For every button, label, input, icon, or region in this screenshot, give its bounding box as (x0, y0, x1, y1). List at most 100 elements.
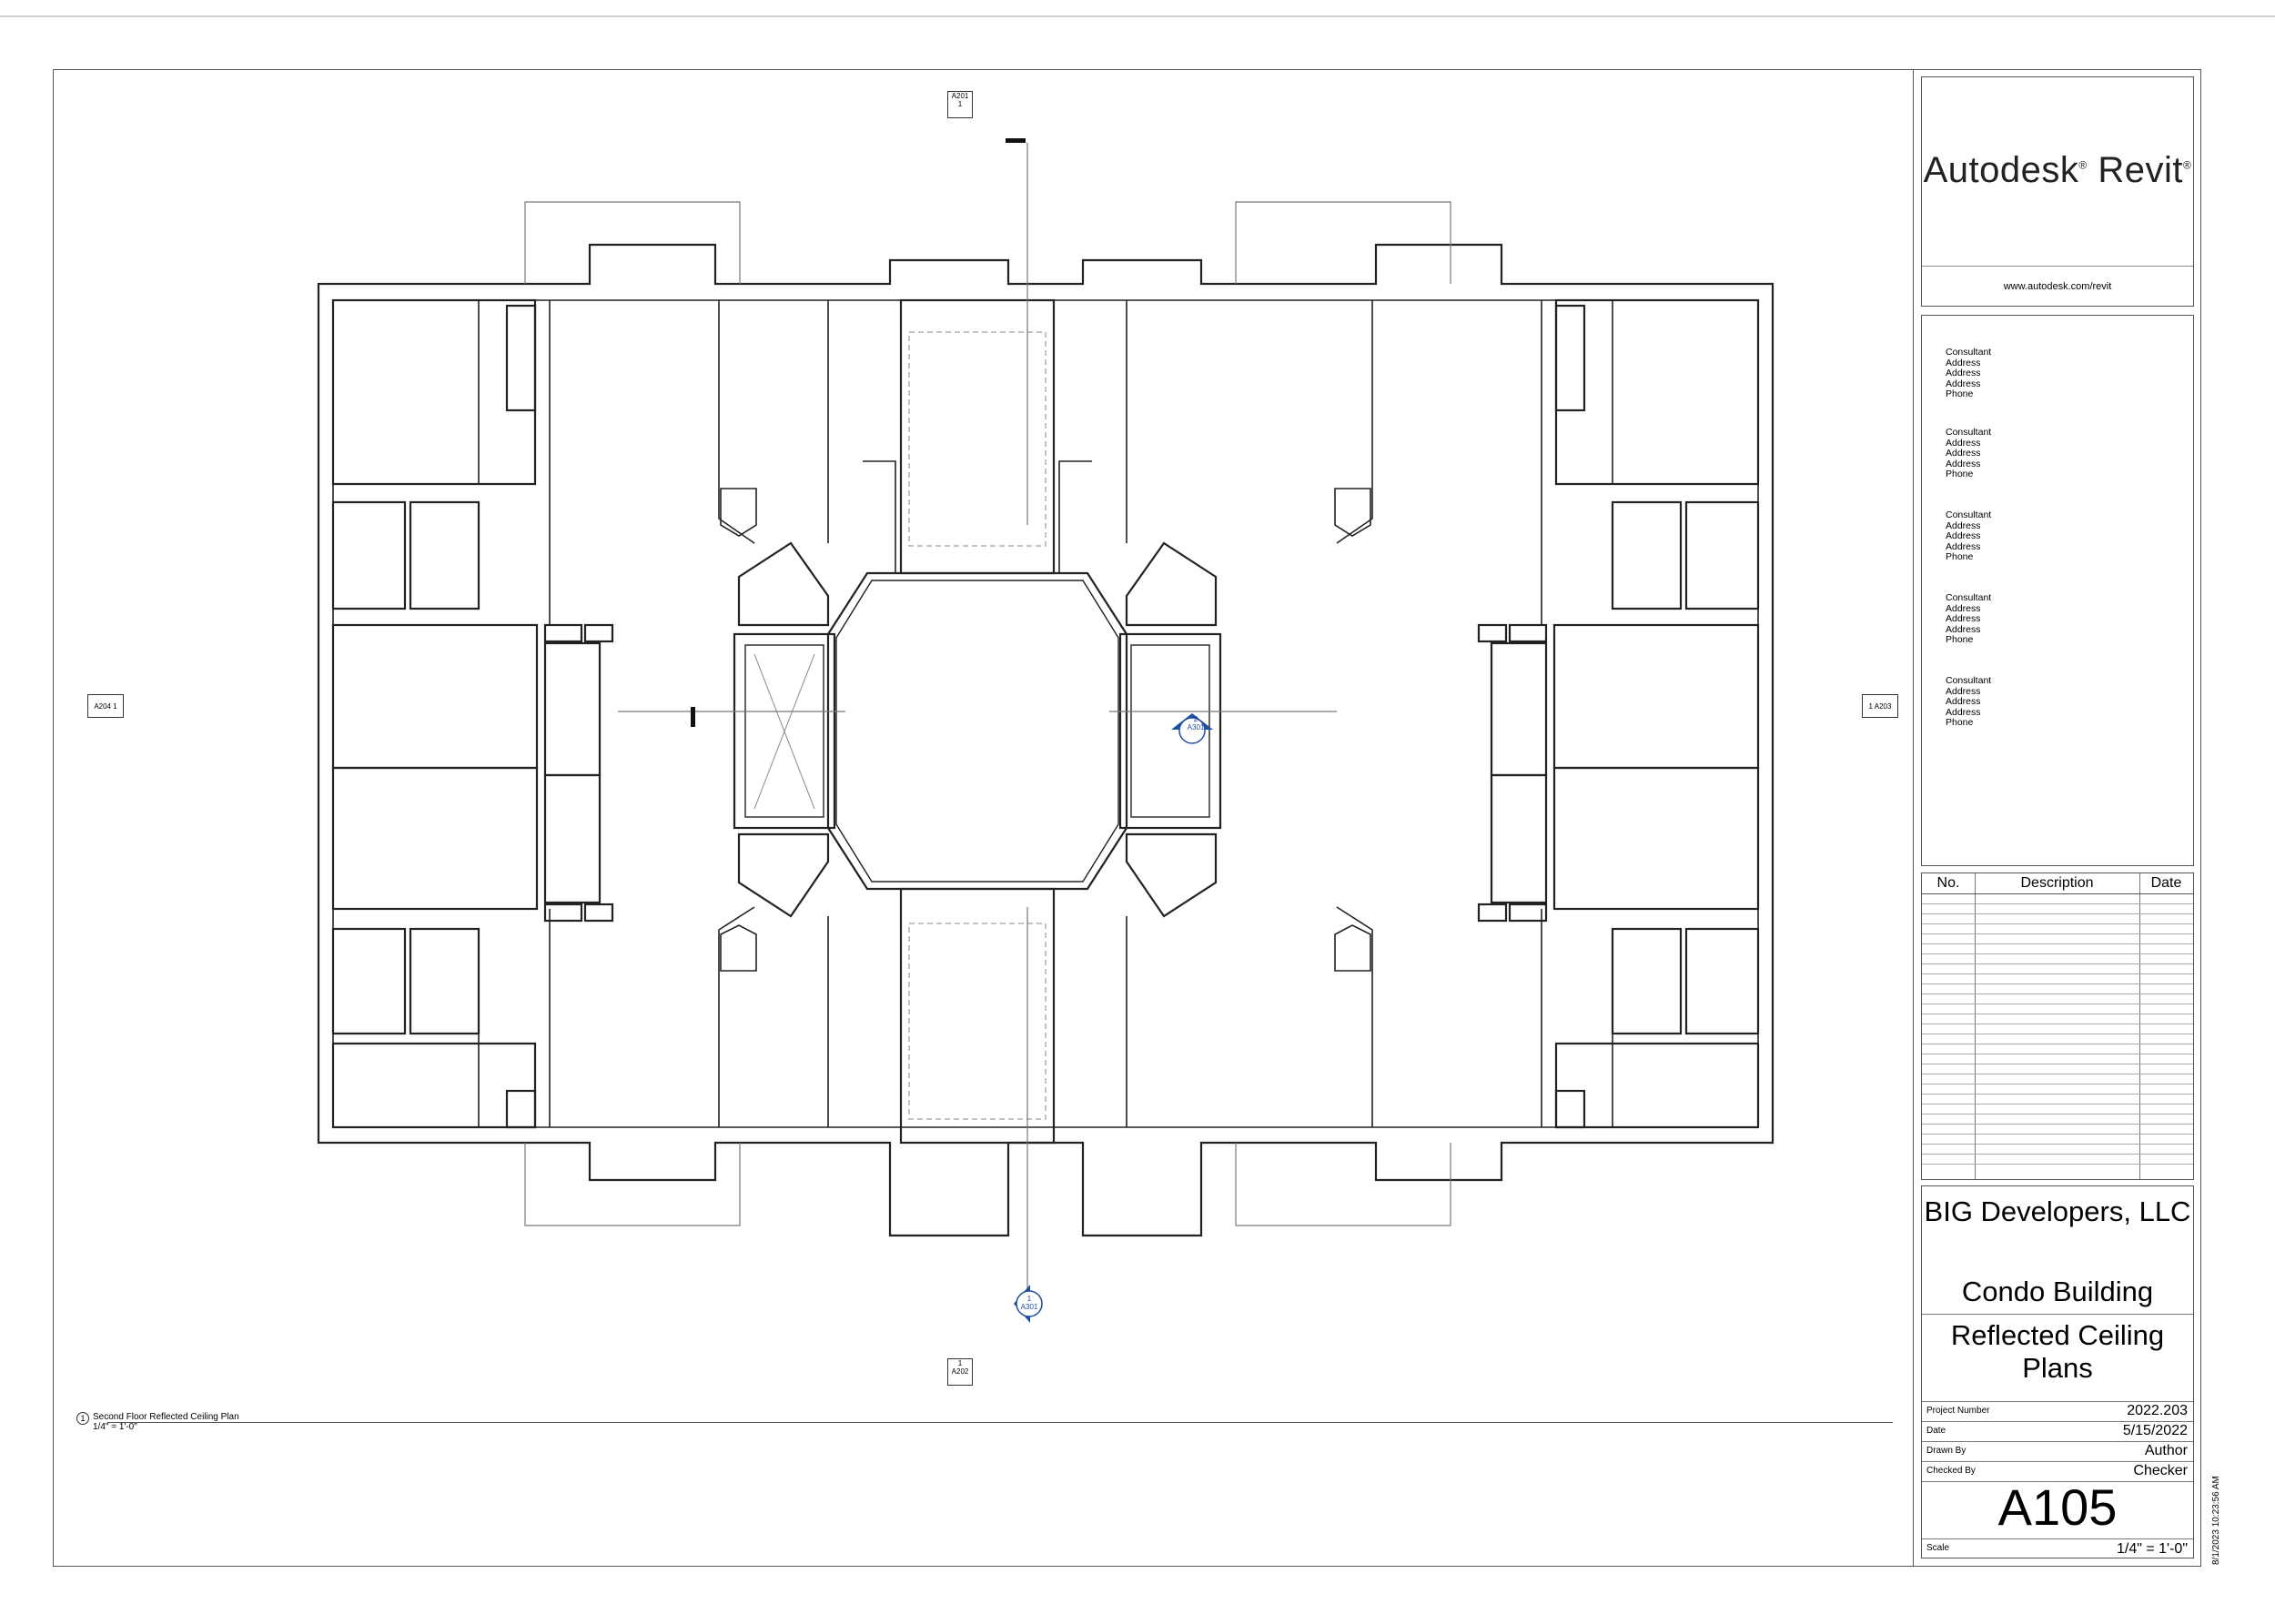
central-lobby (826, 571, 1128, 891)
consultant-block-4: Consultant Address Address Address Phone (1946, 592, 1992, 646)
consultant-phone: Phone (1946, 634, 1974, 645)
sheet-border (53, 69, 2201, 1567)
elevation-tag-east[interactable]: 1 A203 (1862, 694, 1898, 718)
sheet-title: Reflected Ceiling Plans (1950, 1319, 2165, 1384)
drawn-by-value: Author (2144, 1443, 2188, 1458)
info-row-rule (1922, 1481, 2193, 1482)
project-divider (1922, 1314, 2193, 1315)
project-number-value: 2022.203 (2127, 1403, 2188, 1418)
autodesk-revit-logo: Autodesk® Revit® (1922, 150, 2193, 191)
logo-mark-2: ® (2183, 158, 2192, 172)
revisions-row-rule (1922, 1134, 2193, 1135)
consultant-name: Consultant (1946, 427, 1992, 438)
sheet-number: A105 (1997, 1478, 2118, 1536)
logo-panel: Autodesk® Revit® www.autodesk.com/revit (1921, 76, 2194, 307)
title-block-divider (1913, 69, 1914, 1567)
view-scale-text: 1/4" = 1'-0" (93, 1422, 137, 1432)
revisions-header-no: No. (1936, 875, 1960, 891)
autodesk-url[interactable]: www.autodesk.com/revit (2003, 281, 2112, 292)
revisions-header-description: Description (2020, 875, 2094, 891)
consultant-address: Address (1946, 448, 1981, 459)
elevation-sheet-east: A203 (1874, 702, 1892, 711)
elevation-sheet-west: A204 (94, 702, 111, 711)
info-row-rule (1922, 1461, 2193, 1462)
revisions-col-divider (2139, 873, 2140, 1179)
revisions-row-rule (1922, 933, 2193, 934)
revisions-row-rule (1922, 963, 2193, 964)
consultant-phone: Phone (1946, 469, 1974, 479)
consultant-address: Address (1946, 378, 1981, 389)
client-name: BIG Developers, LLC (1924, 1195, 2191, 1227)
section-marker-1[interactable] (1014, 1285, 1043, 1323)
consultant-block-5: Consultant Address Address Address Phone (1946, 675, 1992, 729)
consultant-address: Address (1946, 623, 1981, 635)
consultant-name: Consultant (1946, 592, 1992, 603)
elevation-num-north: 1 (957, 100, 963, 108)
section-head-west (691, 707, 695, 727)
revisions-header-date: Date (2150, 875, 2182, 891)
consultant-name: Consultant (1946, 509, 1992, 520)
consultant-address: Address (1946, 696, 1981, 707)
logo-word-1: Autodesk (1923, 150, 2079, 190)
consultant-address: Address (1946, 519, 1981, 531)
exterior-wall-outline (317, 243, 1774, 1237)
consultant-address: Address (1946, 437, 1981, 449)
section-1-label: 1 A301 (1013, 1295, 1046, 1311)
section-2-number: 2 (1193, 715, 1198, 723)
info-row-rule (1922, 1421, 2193, 1422)
section-1-sheet: A301 (1020, 1303, 1038, 1311)
consultant-phone: Phone (1946, 551, 1974, 562)
revisions-row-rule (1922, 1164, 2193, 1165)
view-title-text: Second Floor Reflected Ceiling Plan (93, 1412, 239, 1422)
logo-mark-1: ® (2078, 158, 2088, 172)
consultant-address: Address (1946, 602, 1981, 614)
elevation-num-west: 1 (113, 702, 117, 711)
checked-by-value: Checker (2133, 1463, 2188, 1478)
consultant-block-2: Consultant Address Address Address Phone (1946, 427, 1992, 480)
consultant-address: Address (1946, 368, 1981, 378)
consultant-block-1: Consultant Address Address Address Phone (1946, 347, 1991, 400)
section-marker-2[interactable] (1171, 713, 1213, 744)
elevation-tag-north[interactable]: A201 1 (947, 91, 973, 118)
consultant-address: Address (1946, 613, 1981, 624)
date-value: 5/15/2022 (2122, 1423, 2188, 1438)
revisions-row-rule (1922, 1104, 2193, 1105)
elevation-tag-west[interactable]: A204 1 (87, 694, 124, 718)
revisions-row-rule (1922, 973, 2193, 974)
floor-plan-drawing[interactable] (54, 70, 1910, 1564)
elevation-num-east: 1 (1868, 702, 1873, 711)
section-head-north (1006, 138, 1026, 143)
elevation-sheet-south: A202 (951, 1367, 969, 1376)
info-row-rule (1922, 1401, 2193, 1402)
checked-by-label: Checked By (1926, 1466, 1976, 1476)
revisions-row-rule (1922, 953, 2193, 954)
scale-label: Scale (1926, 1543, 1950, 1553)
plan-walls (317, 243, 1774, 1237)
project-name: Condo Building (1961, 1276, 2154, 1307)
view-number-bubble: 1 (76, 1412, 89, 1425)
project-info-panel: BIG Developers, LLC Condo Building Refle… (1921, 1185, 2194, 1558)
consultant-address: Address (1946, 530, 1981, 541)
stair-north (899, 298, 1056, 575)
drawn-by-label: Drawn By (1926, 1446, 1967, 1456)
revisions-row-rule (1922, 1154, 2193, 1155)
revisions-header-rule (1922, 893, 2193, 894)
consultant-phone: Phone (1946, 717, 1974, 728)
revisions-row-rule (1922, 903, 2193, 904)
scale-value: 1/4" = 1'-0" (2116, 1541, 2188, 1557)
view-title-underline (107, 1422, 1893, 1423)
revisions-col-divider (1975, 873, 1976, 1179)
consultants-panel: Consultant Address Address Address Phone… (1921, 315, 2194, 866)
stair-south (899, 887, 1056, 1145)
consultant-address: Address (1946, 706, 1981, 718)
section-2-sheet: A301 (1187, 723, 1205, 731)
section-1-number: 1 (1026, 1295, 1032, 1303)
consultant-block-3: Consultant Address Address Address Phone (1946, 509, 1992, 563)
info-row-rule (1922, 1441, 2193, 1442)
info-row-rule (1922, 1538, 2193, 1539)
date-label: Date (1926, 1426, 1946, 1436)
consultant-name: Consultant (1946, 675, 1992, 686)
page-top-rule (0, 15, 2275, 17)
view-title[interactable]: 1 Second Floor Reflected Ceiling Plan 1/… (76, 1412, 239, 1432)
elevation-tag-south[interactable]: 1 A202 (947, 1358, 973, 1386)
